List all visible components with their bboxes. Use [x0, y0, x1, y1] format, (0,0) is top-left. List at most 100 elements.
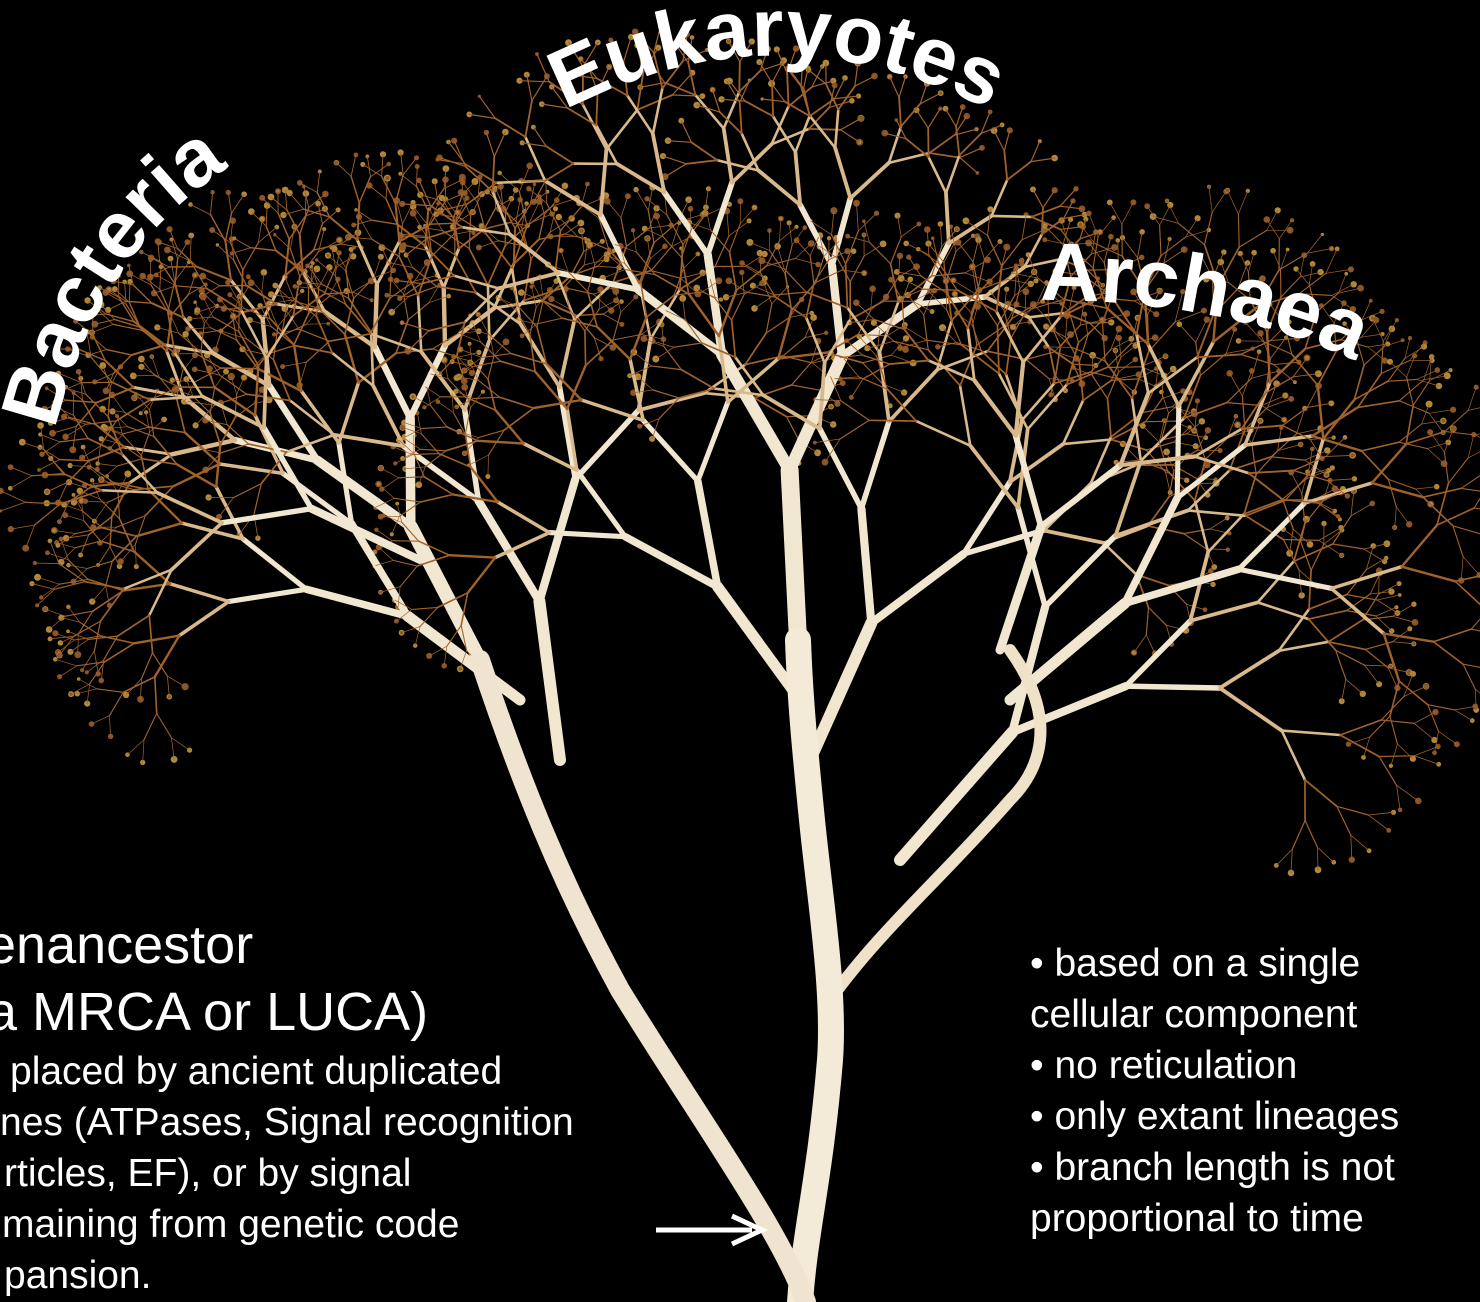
branch: [795, 259, 818, 265]
caveats-list: • based on a single cellular component •…: [1030, 938, 1470, 1244]
branch: [1187, 434, 1206, 438]
branch: [787, 73, 788, 106]
branch: [1210, 518, 1227, 529]
branch: [1328, 620, 1362, 642]
branch: [107, 350, 132, 355]
branch: [1134, 635, 1146, 653]
branch: [447, 626, 461, 647]
branch: [1351, 835, 1352, 860]
branch: [901, 224, 919, 237]
branch: [1271, 457, 1305, 460]
branch: [647, 199, 667, 215]
branch: [956, 127, 959, 156]
branch: [1390, 681, 1399, 716]
branch: [672, 95, 702, 96]
branch: [74, 621, 101, 636]
branch: [486, 133, 494, 157]
branch: [1063, 400, 1083, 444]
branch: [146, 412, 150, 432]
branch: [1312, 407, 1358, 436]
branch: [1309, 570, 1311, 609]
branch: [334, 435, 403, 446]
branch: [532, 76, 547, 101]
branch: [412, 607, 438, 609]
branch: [1340, 720, 1381, 735]
branch: [1246, 500, 1286, 516]
branch: [929, 157, 947, 193]
branch: [906, 139, 929, 157]
branch: [190, 317, 214, 319]
branch: [85, 501, 108, 502]
branch: [35, 563, 59, 564]
branch: [11, 467, 32, 476]
branch: [1445, 432, 1476, 436]
branch: [175, 284, 183, 318]
branch: [1337, 806, 1369, 815]
root-arrow: [656, 1216, 762, 1244]
branch: [577, 470, 625, 536]
branch: [837, 258, 850, 282]
branch: [1179, 342, 1214, 406]
branch: [1119, 360, 1136, 373]
branch: [861, 509, 871, 623]
branch: [1184, 529, 1210, 534]
branch: [102, 528, 136, 536]
branch: [1033, 189, 1043, 207]
branch: [820, 429, 862, 509]
branch: [522, 143, 546, 147]
branch: [1439, 731, 1457, 744]
branch: [1476, 435, 1480, 447]
branch: [1317, 847, 1318, 870]
branch: [1022, 383, 1054, 420]
branch: [42, 442, 60, 454]
branch: [1333, 544, 1364, 549]
branch: [746, 266, 765, 278]
branch: [82, 651, 94, 670]
branch: [1, 491, 26, 502]
branch: [1430, 432, 1444, 452]
branch: [1305, 820, 1317, 847]
branch: [1407, 377, 1414, 405]
branch: [114, 355, 132, 373]
branch: [1004, 130, 1010, 151]
branch: [1294, 456, 1326, 470]
branch: [32, 584, 54, 590]
branch: [501, 361, 536, 371]
branch: [928, 109, 940, 129]
branch: [939, 263, 958, 290]
branch: [449, 555, 495, 557]
branch: [1346, 679, 1363, 694]
branch: [55, 659, 76, 666]
branch: [498, 502, 550, 533]
branch: [336, 163, 351, 177]
branch: [606, 110, 637, 150]
branch: [806, 318, 824, 363]
branch: [1444, 452, 1448, 483]
branch: [184, 397, 235, 440]
branch: [906, 243, 929, 254]
caveat-line: • only extant lineages: [1030, 1091, 1470, 1142]
branch: [1409, 343, 1425, 361]
branch: [374, 257, 381, 278]
branch: [109, 716, 110, 737]
branch: [1414, 723, 1434, 740]
branch: [339, 383, 359, 443]
branch: [1368, 812, 1393, 815]
branch: [35, 504, 61, 525]
branch: [1238, 214, 1239, 247]
branch: [841, 401, 869, 421]
branch: [351, 176, 359, 203]
branch: [1238, 191, 1247, 214]
branch: [850, 163, 889, 198]
branch: [668, 141, 691, 143]
branch: [469, 216, 470, 248]
branch: [889, 127, 901, 163]
branch: [1161, 392, 1168, 413]
branch: [1294, 524, 1305, 562]
branch: [305, 194, 306, 217]
branch: [375, 347, 410, 418]
branch: [780, 227, 797, 241]
branch: [958, 242, 973, 261]
branch: [488, 356, 494, 379]
branch: [1448, 458, 1468, 483]
